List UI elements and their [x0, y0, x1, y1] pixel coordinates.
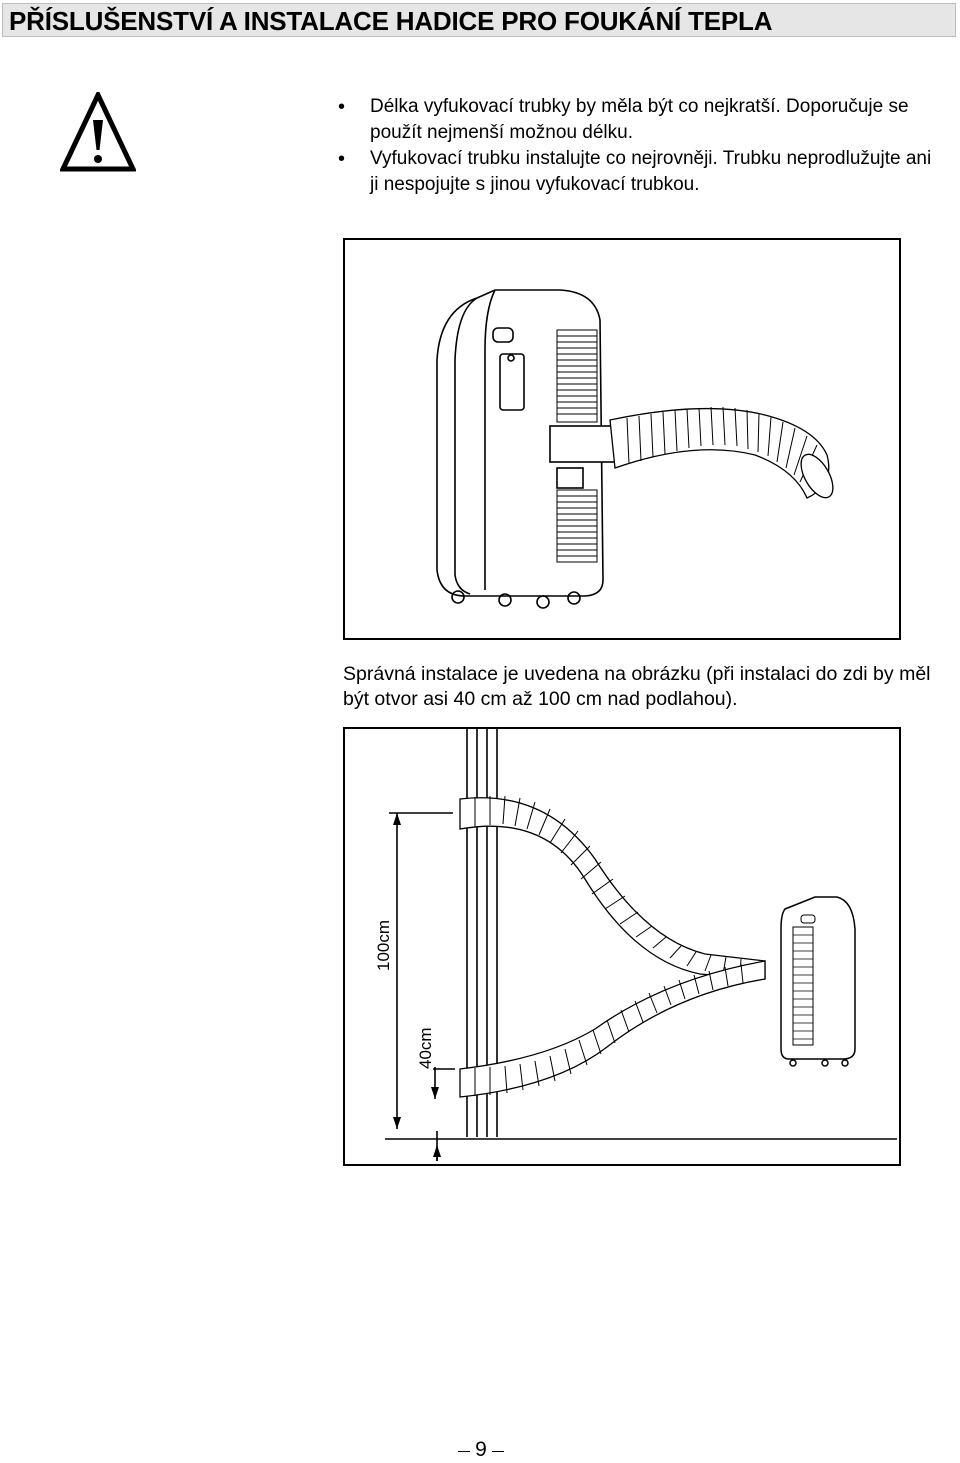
- air-conditioner-hose-illustration: [436, 289, 834, 609]
- warning-triangle-icon: [60, 92, 136, 172]
- warning-list: Délka vyfukovací trubky by měla být co n…: [336, 94, 936, 198]
- page-number: 9: [456, 1438, 506, 1462]
- height-label-40: 40cm: [416, 1027, 435, 1069]
- figure-unit-with-hose: [343, 238, 901, 640]
- figure-wall-installation: 100cm 40cm: [343, 727, 901, 1166]
- warning-bullet-2: Vyfukovací trubku instalujte co nejrovně…: [336, 146, 936, 198]
- height-label-100: 100cm: [374, 920, 393, 971]
- warning-bullet-1: Délka vyfukovací trubky by měla být co n…: [336, 94, 936, 146]
- wall-installation-illustration: 100cm 40cm: [374, 729, 897, 1161]
- installation-caption: Správná instalace je uvedena na obrázku …: [343, 663, 931, 710]
- section-title: PŘÍSLUŠENSTVÍ A INSTALACE HADICE PRO FOU…: [9, 6, 773, 36]
- section-header: PŘÍSLUŠENSTVÍ A INSTALACE HADICE PRO FOU…: [2, 3, 956, 37]
